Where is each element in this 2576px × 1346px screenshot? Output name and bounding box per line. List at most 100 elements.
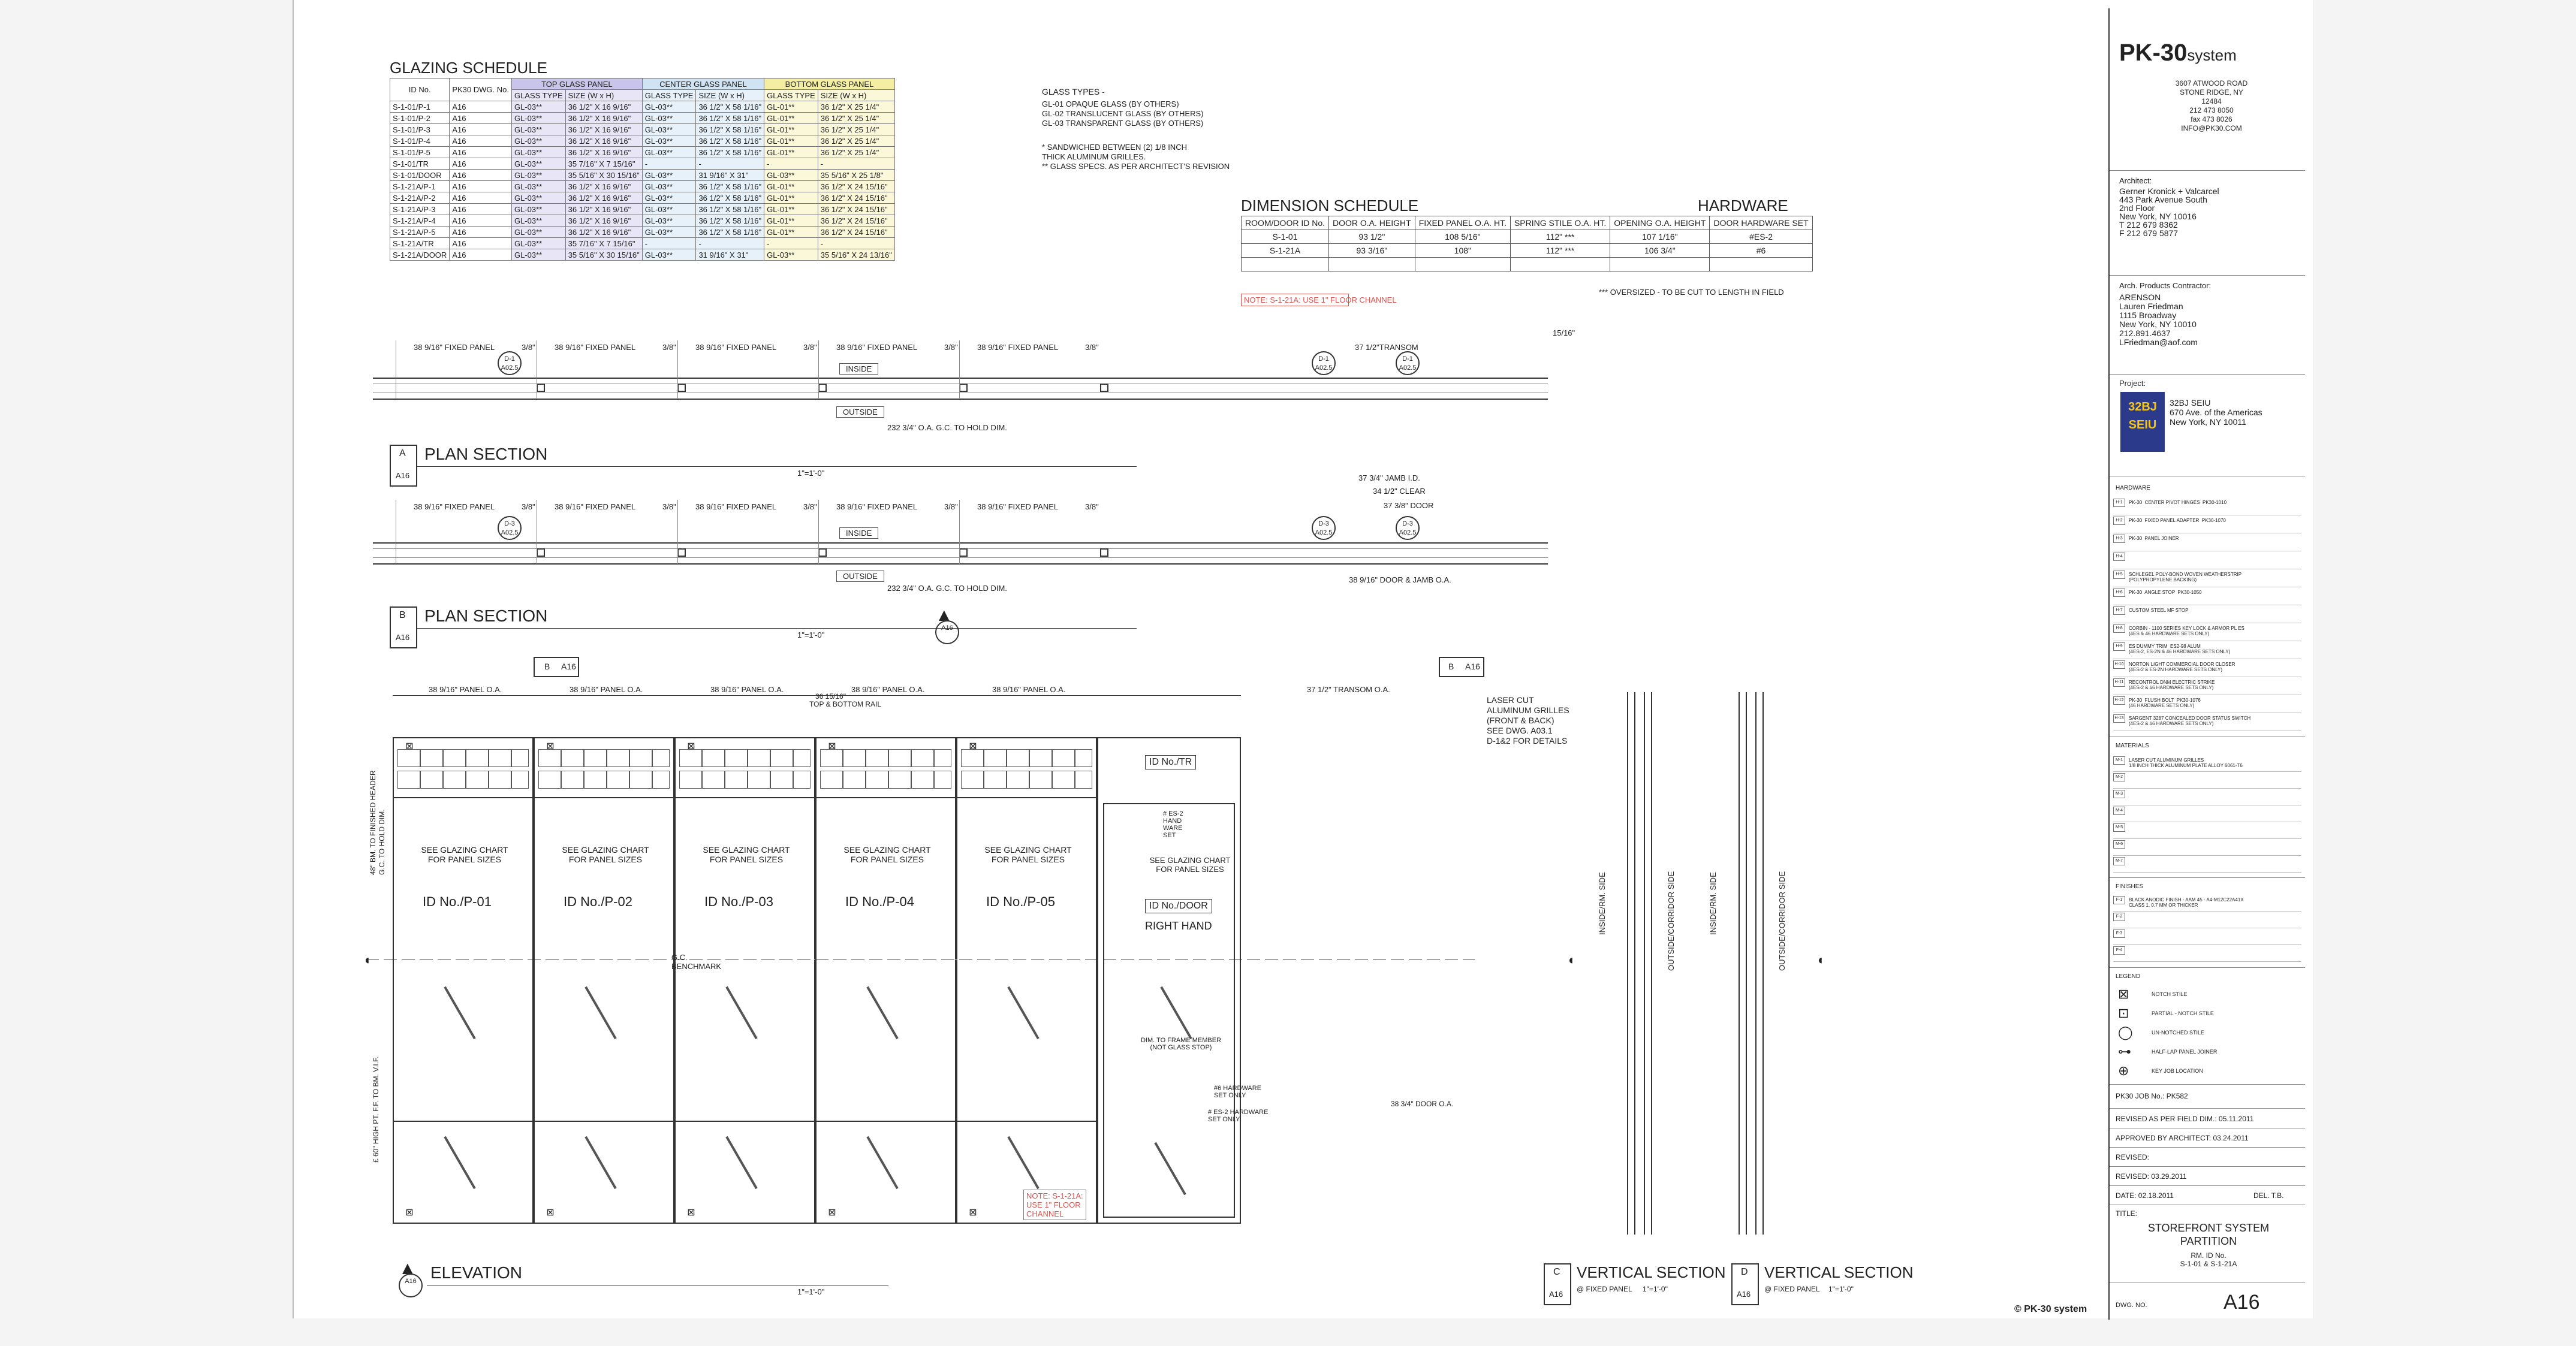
schedule-value: PK-30 PANEL JOINER	[2129, 536, 2179, 541]
panel-joiner-icon	[537, 384, 545, 392]
schedule-row: M-3	[2113, 788, 2301, 805]
schedule-row: F-2	[2113, 911, 2301, 928]
glazing-cell: GL-01**	[764, 192, 818, 204]
glazing-cell: 36 1/2" X 16 9/16"	[565, 112, 643, 124]
see-glazing-chart: SEE GLAZING CHART FOR PANEL SIZES	[421, 845, 508, 864]
glazing-cell: A16	[449, 180, 512, 192]
contractor-label: Arch. Products Contractor:	[2119, 281, 2212, 290]
frame-member-note: DIM. TO FRAME MEMBER (NOT GLASS STOP)	[1140, 1037, 1222, 1051]
grille-row	[397, 771, 529, 789]
issue-date: DATE: 02.18.2011	[2116, 1191, 2174, 1200]
dim-extension	[959, 500, 960, 564]
dimension-header: ROOM/DOOR ID No.	[1240, 216, 1330, 230]
dim-line	[534, 695, 674, 696]
dim-line	[674, 695, 815, 696]
glazing-cell: 31 9/16" X 31"	[695, 169, 765, 181]
plan-b-scale: 1"=1'-0"	[797, 630, 825, 639]
schedule-key: H-6	[2113, 589, 2125, 597]
panel-dim-label: 38 9/16" FIXED PANEL	[555, 343, 636, 352]
glazing-cell: 36 1/2" X 16 9/16"	[565, 123, 643, 135]
titleblock-line: fax 473 8026	[2191, 115, 2232, 123]
glazing-cell: 36 1/2" X 16 9/16"	[565, 203, 643, 215]
notch-stile-icon: ⊠	[969, 1208, 977, 1218]
col-size: SIZE (W x H)	[695, 89, 765, 101]
drawing-title: STOREFRONT SYSTEM PARTITION	[2147, 1222, 2270, 1247]
glazing-cell: 36 1/2" X 16 9/16"	[565, 215, 643, 227]
glazing-cell: GL-03**	[641, 203, 697, 215]
glazing-cell: GL-03**	[511, 146, 566, 158]
glazing-cell: 36 1/2" X 24 15/16"	[817, 215, 895, 227]
dimension-cell	[1709, 257, 1813, 271]
callout-sheet: A02.5	[1315, 529, 1333, 536]
dwg-label: DWG. NO.	[2116, 1302, 2147, 1309]
schedule-key: H-11	[2113, 678, 2125, 687]
elevation-title: ELEVATION	[430, 1263, 523, 1282]
notch-stile-icon: ⊠	[969, 741, 977, 752]
legend-label: NOTCH STILE	[2152, 991, 2188, 997]
door-leaf	[1103, 803, 1235, 1218]
glazing-cell: 35 5/16" X 30 15/16"	[565, 249, 643, 261]
glazing-cell: GL-03**	[641, 249, 697, 261]
hardware-set-label: # ES-2 HAND WARE SET	[1163, 810, 1183, 839]
mullion	[815, 1121, 956, 1122]
glazing-cell: GL-03**	[511, 123, 566, 135]
mullion	[534, 797, 674, 798]
glazing-cell: 36 1/2" X 24 15/16"	[817, 203, 895, 215]
dimension-cell: #ES-2	[1709, 230, 1813, 244]
schedule-key: H-8	[2113, 624, 2125, 633]
glazing-note-2: THICK ALUMINUM GRILLES.	[1042, 152, 1146, 161]
dim-extension	[818, 500, 819, 564]
schedule-key: M-3	[2113, 790, 2125, 798]
schedule-key: F-4	[2113, 946, 2125, 955]
glazing-cell: GL-03**	[511, 203, 566, 215]
titleblock-line: STONE RIDGE, NY 12484	[2180, 88, 2243, 105]
fixed-panel	[674, 737, 815, 1224]
grille-row	[820, 749, 951, 767]
mullion	[815, 797, 956, 798]
panel-joiner-icon	[818, 548, 827, 557]
gap-dim-label: 3/8"	[1085, 502, 1099, 511]
dimension-header: SPRING STILE O.A. HT.	[1510, 216, 1611, 230]
floor-channel-note: NOTE: S-1-21A: USE 1" FLOOR CHANNEL	[1241, 294, 1397, 306]
revised-blank: REVISED:	[2116, 1153, 2150, 1161]
dim-extension	[959, 340, 960, 399]
titleblock-line: New York, NY 10010	[2119, 319, 2197, 329]
glazing-cell: GL-03**	[641, 135, 697, 147]
dimension-cell	[1510, 257, 1611, 271]
glazing-cell: GL-01**	[764, 226, 818, 238]
hw6-note: #6 HARDWARE SET ONLY	[1214, 1085, 1262, 1099]
callout-b-sheet: A16	[561, 662, 576, 671]
panel-id: ID No./P-05	[986, 894, 1055, 909]
schedule-key: M-1	[2113, 756, 2125, 765]
glazing-cell: GL-03**	[511, 112, 566, 124]
glazing-note-3: ** GLASS SPECS. AS PER ARCHITECT'S REVIS…	[1042, 162, 1230, 171]
job-number: PK30 JOB No.: PK582	[2116, 1092, 2188, 1100]
door-frame	[1097, 737, 1241, 1224]
finishes-label: FINISHES	[2116, 883, 2144, 890]
rail-dim: 36 15/16"	[815, 692, 846, 701]
glazing-cell: -	[817, 237, 895, 249]
mullion	[956, 1121, 1097, 1122]
dimension-cell	[1610, 257, 1710, 271]
col-glass-type: GLASS TYPE	[511, 89, 566, 101]
glazing-cell: GL-03**	[641, 169, 697, 181]
dim-extension	[677, 500, 678, 564]
glazing-cell: -	[695, 158, 765, 170]
legend-icon: ◯	[2118, 1025, 2133, 1040]
panel-joiner-icon	[818, 384, 827, 392]
transom-id: ID No./TR	[1145, 755, 1197, 769]
datum-right-icon: ◐	[1818, 952, 1826, 967]
glazing-cell: S-1-21A/P-4	[389, 215, 450, 227]
glazing-cell: 36 1/2" X 58 1/16"	[695, 101, 765, 113]
glazing-cell: GL-03**	[511, 158, 566, 170]
